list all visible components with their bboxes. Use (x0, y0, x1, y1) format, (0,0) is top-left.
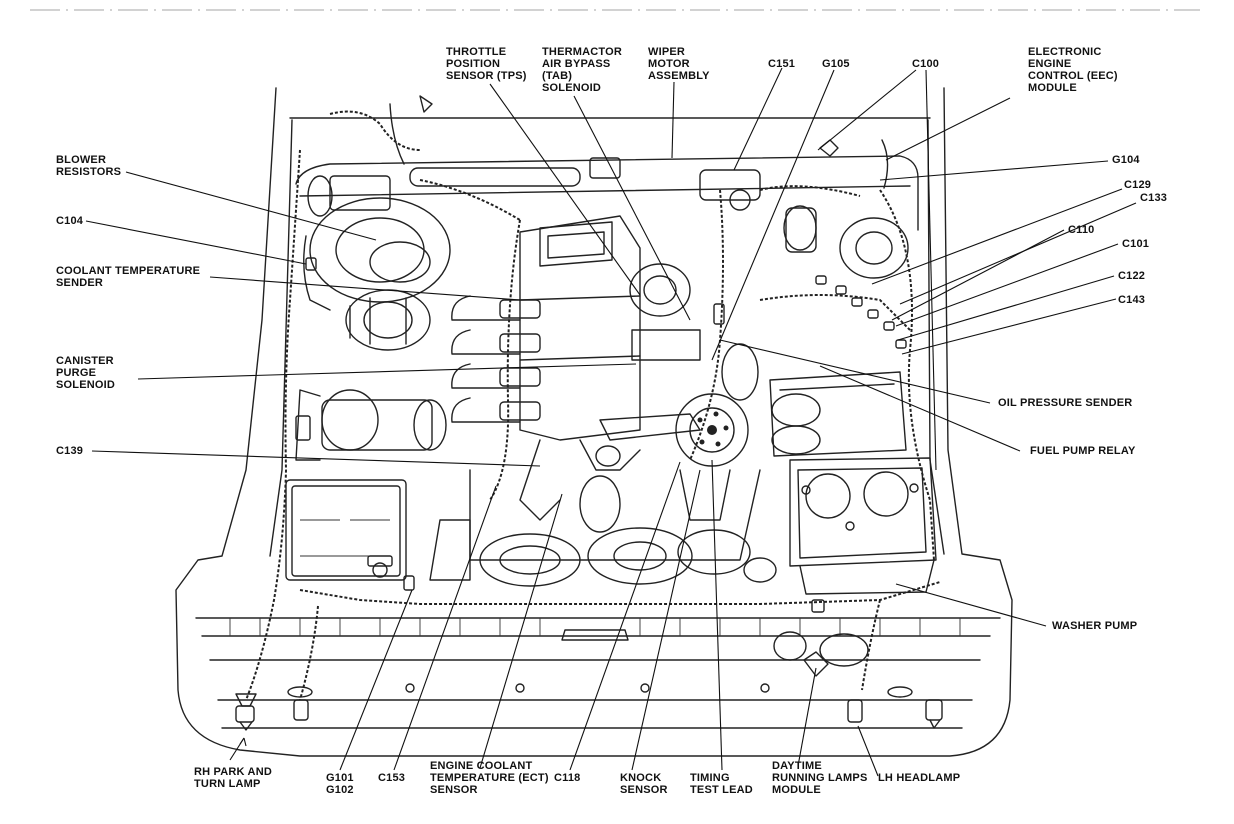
label-oil-pressure-sender: OIL PRESSURE SENDER (998, 397, 1133, 409)
label-c100: C100 (912, 58, 940, 70)
label-blower-resistors: BLOWER RESISTORS (56, 154, 122, 178)
label-c101: C101 (1122, 238, 1150, 250)
label-throttle-position-sensor: THROTTLE POSITION SENSOR (TPS) (446, 46, 527, 82)
label-lh-headlamp: LH HEADLAMP (878, 772, 961, 784)
label-c133: C133 (1140, 192, 1168, 204)
label-thermactor-air-bypass-solenoid: THERMACTOR AIR BYPASS (TAB) SOLENOID (542, 46, 623, 94)
lamp-sockets (235, 631, 943, 731)
leader-lines (85, 67, 1137, 777)
label-c110: C110 (1068, 224, 1095, 236)
label-c139: C139 (56, 445, 84, 457)
label-coolant-temperature-sender: COOLANT TEMPERATURE SENDER (56, 265, 201, 289)
label-c153: C153 (378, 772, 406, 784)
label-c151: C151 (768, 58, 796, 70)
engine-front (429, 469, 777, 587)
label-wiper-motor-assembly: WIPER MOTOR ASSEMBLY (648, 46, 710, 82)
label-timing-test-lead: TIMING TEST LEAD (690, 772, 753, 796)
right-side-components (769, 205, 937, 595)
label-knock-sensor: KNOCK SENSOR (620, 772, 668, 796)
label-rh-park-turn-lamp: RH PARK AND TURN LAMP (194, 766, 272, 790)
label-g104: G104 (1112, 154, 1140, 166)
label-fuel-pump-relay: FUEL PUMP RELAY (1030, 445, 1136, 457)
label-canister-purge-solenoid: CANISTER PURGE SOLENOID (56, 355, 116, 391)
air-cleaner (295, 289, 447, 461)
wiring-harness (245, 110, 941, 701)
label-g105: G105 (822, 58, 850, 70)
label-drl-module: DAYTIME RUNNING LAMPS MODULE (772, 760, 868, 796)
label-c118: C118 (554, 772, 581, 784)
label-c104: C104 (56, 215, 84, 227)
label-washer-pump: WASHER PUMP (1052, 620, 1138, 632)
intake-plenum (451, 215, 701, 521)
battery (285, 479, 407, 581)
label-c122: C122 (1118, 270, 1146, 282)
label-c143: C143 (1118, 294, 1146, 306)
label-c129: C129 (1124, 179, 1152, 191)
fender-outline (175, 87, 1013, 757)
label-g101-g102: G101 G102 (326, 772, 354, 796)
label-ect-sensor: ENGINE COOLANT TEMPERATURE (ECT) SENSOR (430, 760, 549, 796)
blower-assembly (303, 175, 451, 311)
firewall (295, 155, 919, 231)
upper-lines (389, 95, 889, 189)
label-eec-module: ELECTRONIC ENGINE CONTROL (EEC) MODULE (1028, 46, 1118, 94)
